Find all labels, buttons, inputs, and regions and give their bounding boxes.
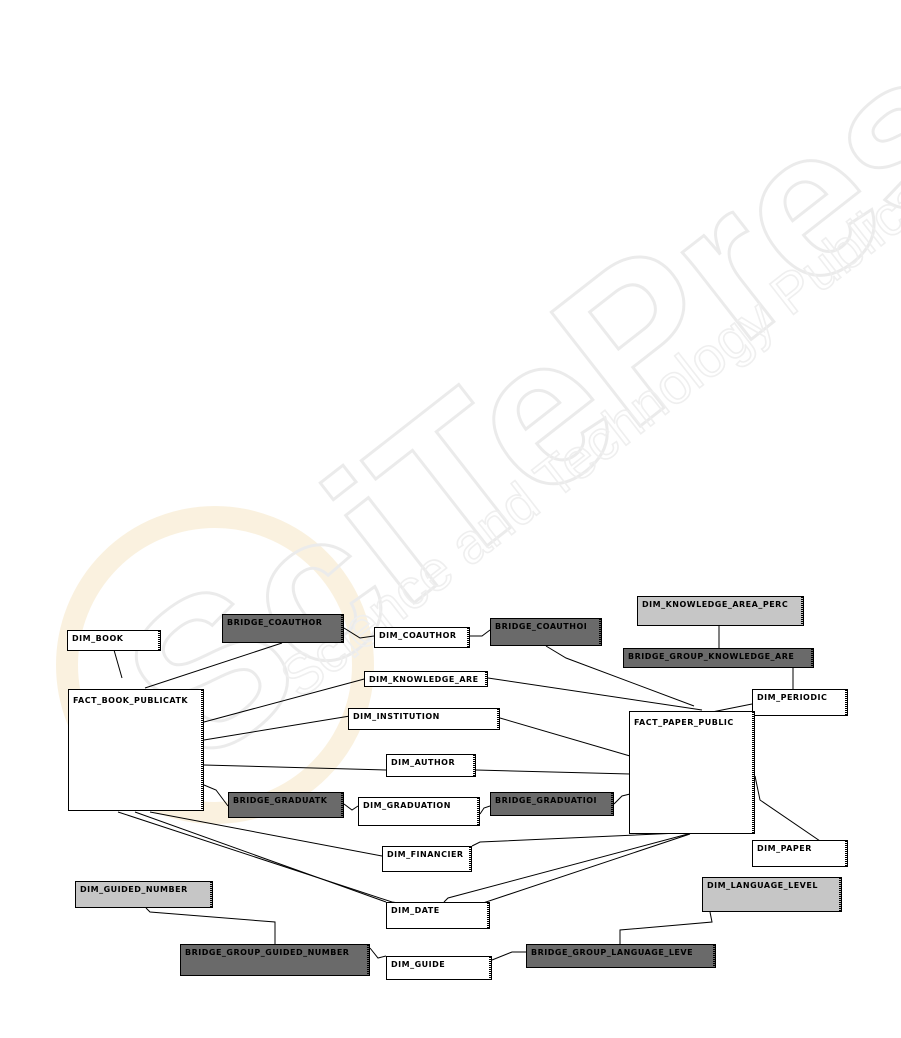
link-fact-book-institution xyxy=(203,715,351,741)
link-dim-guide-bridge-language xyxy=(491,951,526,961)
link-dim-grad-bridge-grad xyxy=(479,805,491,815)
link-bridge-grad-dim-grad xyxy=(343,803,359,811)
link-fact-book-financier xyxy=(149,811,383,857)
link-book-fact xyxy=(113,649,123,679)
table-bridge-group-knowledge-area[interactable]: BRIDGE_GROUP_KNOWLEDGE_ARE xyxy=(623,648,814,668)
table-dim-graduation[interactable]: DIM_GRADUATION xyxy=(358,797,480,826)
link-author-fact-paper xyxy=(475,769,631,775)
table-dim-language-level[interactable]: DIM_LANGUAGE_LEVEL xyxy=(702,877,842,912)
link-financier-fact-paper xyxy=(471,831,703,847)
link-fact-book-date xyxy=(134,811,387,903)
link-fact-paper-dim-paper xyxy=(754,775,843,857)
table-dim-guided-number[interactable]: DIM_GUIDED_NUMBER xyxy=(75,881,213,908)
table-bridge-graduation-left[interactable]: BRIDGE_GRADUATK xyxy=(228,792,344,818)
link-dim-coauthor-bridge xyxy=(470,629,491,637)
table-dim-book[interactable]: DIM_BOOK xyxy=(67,630,161,651)
table-bridge-coauthor-right[interactable]: BRIDGE_COAUTHOI xyxy=(490,618,602,646)
link-fact-book-knowledge xyxy=(203,677,369,723)
table-dim-guide[interactable]: DIM_GUIDE xyxy=(386,956,492,980)
table-dim-coauthor[interactable]: DIM_COAUTHOR xyxy=(374,627,470,648)
table-dim-date[interactable]: DIM_DATE xyxy=(386,902,490,929)
link-fact-book-author xyxy=(203,764,387,771)
link-institution-fact-paper xyxy=(499,717,631,757)
table-dim-financier[interactable]: DIM_FINANCIER xyxy=(382,846,472,872)
table-dim-periodic[interactable]: DIM_PERIODIC xyxy=(752,689,848,716)
table-dim-institution[interactable]: DIM_INSTITUTION xyxy=(348,708,500,730)
link-language-level-bridge xyxy=(619,911,713,944)
table-dim-knowledge-area[interactable]: DIM_KNOWLEDGE_ARE xyxy=(364,671,488,687)
table-dim-knowledge-area-perc[interactable]: DIM_KNOWLEDGE_AREA_PERC xyxy=(637,596,804,626)
link-bridge-grad-fact-paper xyxy=(613,793,631,805)
link-knowledge-fact-paper xyxy=(487,677,703,711)
table-fact-book-publication[interactable]: FACT_BOOK_PUBLICATK xyxy=(68,689,204,811)
table-bridge-coauthor-left[interactable]: BRIDGE_COAUTHOR xyxy=(222,614,344,643)
link-fact-bridge-coauthor xyxy=(144,642,283,689)
link-date-fact-paper xyxy=(443,833,689,903)
link-fact-book-bridge-grad xyxy=(203,784,229,807)
table-bridge-group-guided-number[interactable]: BRIDGE_GROUP_GUIDED_NUMBER xyxy=(180,944,370,976)
link-guided-number-bridge xyxy=(145,907,276,944)
link-periodic-fact-paper xyxy=(711,703,753,713)
table-dim-paper[interactable]: DIM_PAPER xyxy=(752,840,848,867)
link-bridge-coauthor-fact-paper xyxy=(545,645,695,707)
link-bridge-guided-dim-guide xyxy=(369,947,387,959)
table-bridge-graduation-right[interactable]: BRIDGE_GRADUATIOI xyxy=(490,792,614,816)
table-dim-author[interactable]: DIM_AUTHOR xyxy=(386,754,476,777)
table-bridge-group-language-level[interactable]: BRIDGE_GROUP_LANGUAGE_LEVE xyxy=(526,944,716,968)
table-fact-paper-publication[interactable]: FACT_PAPER_PUBLIC xyxy=(629,711,755,834)
link-bridge-dim-coauthor xyxy=(343,627,375,639)
